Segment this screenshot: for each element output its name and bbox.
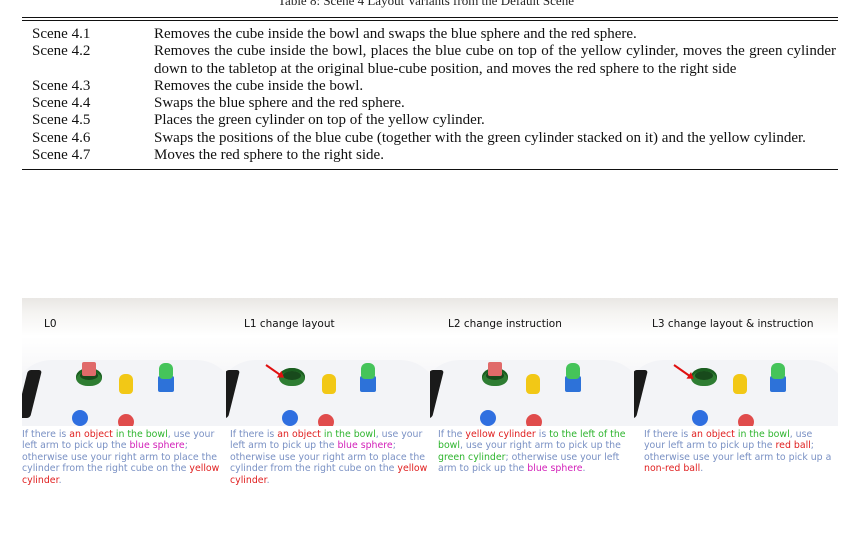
green-cylinder — [361, 363, 375, 379]
scene-id-cell: Scene 4.4 — [32, 95, 91, 112]
scene-id-cell: Scene 4.5 — [32, 112, 91, 129]
table-row: Scene 4.3 Removes the cube inside the bow… — [22, 78, 838, 95]
panel-label: L1 change layout — [244, 318, 335, 330]
panel-l1: L1 change layout — [226, 298, 430, 426]
green-bowl — [279, 368, 305, 386]
red-sphere — [318, 414, 334, 426]
scene-description-cell: Places the green cylinder on top of the … — [154, 112, 485, 129]
scene-description-cell: Removes the cube inside the bowl. — [154, 77, 364, 94]
instruction-l0: If there is an object in the bowl, use y… — [22, 429, 220, 486]
blue-cube — [565, 376, 581, 392]
table-row: Scene 4.6 Swaps the positions of the blue… — [22, 130, 838, 147]
blue-cube — [770, 376, 786, 392]
panel-label: L3 change layout & instruction — [652, 318, 814, 330]
table-row: Scene 4.7 Moves the red sphere to the rig… — [22, 147, 838, 164]
instruction-l1: If there is an object in the bowl, use y… — [230, 429, 428, 486]
blue-cube — [360, 376, 376, 392]
table-bottom-rule — [22, 169, 838, 171]
robot-scenes-figure: L0 L1 change layout L2 change instructio… — [22, 298, 838, 426]
green-bowl — [691, 368, 717, 386]
blue-sphere — [480, 410, 496, 426]
scene-id-cell: Scene 4.6 — [32, 129, 91, 146]
panel-l3: L3 change layout & instruction — [634, 298, 838, 426]
table-header-rule — [22, 20, 838, 21]
yellow-cylinder — [322, 374, 336, 394]
yellow-cylinder — [119, 374, 133, 394]
table-caption: Table 8: Scene 4 Layout Variants from th… — [278, 0, 574, 8]
green-cylinder — [566, 363, 580, 379]
panel-label: L2 change instruction — [448, 318, 562, 330]
blue-sphere — [72, 410, 88, 426]
scene-description-cell: Removes the cube inside the bowl and swa… — [154, 26, 637, 42]
blue-cube — [158, 376, 174, 392]
table-row: Scene 4.1 Removes the cube inside the bow… — [22, 26, 838, 43]
blue-sphere — [282, 410, 298, 426]
red-cube — [488, 362, 502, 376]
table-row: Scene 4.5 Places the green cylinder on to… — [22, 112, 838, 129]
table-row: Scene 4.2 Removes the cube inside the bow… — [22, 43, 838, 78]
panel-l2: L2 change instruction — [430, 298, 634, 426]
panel-label: L0 — [44, 318, 57, 330]
scene-id-cell: Scene 4.7 — [32, 147, 91, 164]
blue-sphere — [692, 410, 708, 426]
green-cylinder — [771, 363, 785, 379]
red-sphere — [738, 414, 754, 426]
red-sphere — [118, 414, 134, 426]
table-top-rule — [22, 17, 838, 18]
yellow-cylinder — [526, 374, 540, 394]
scene-id-cell: Scene 4.2 — [32, 43, 91, 60]
panel-l0: L0 — [22, 298, 226, 426]
table-row: Scene 4.4 Swaps the blue sphere and the r… — [22, 95, 838, 112]
scene-id-cell: Scene 4.3 — [32, 77, 91, 94]
instruction-l2: If the yellow cylinder is to the left of… — [438, 429, 626, 475]
scene-description-cell: Removes the cube inside the bowl, places… — [154, 43, 836, 77]
instruction-l3: If there is an object in the bowl, use y… — [644, 429, 832, 475]
scene-description-cell: Swaps the blue sphere and the red sphere… — [154, 95, 405, 112]
scene-id-cell: Scene 4.1 — [32, 26, 91, 42]
yellow-cylinder — [733, 374, 747, 394]
scene-description-cell: Swaps the positions of the blue cube (to… — [154, 129, 806, 146]
red-cube — [82, 362, 96, 376]
green-cylinder — [159, 363, 173, 379]
scene-description-cell: Moves the red sphere to the right side. — [154, 147, 384, 164]
red-sphere — [526, 414, 542, 426]
